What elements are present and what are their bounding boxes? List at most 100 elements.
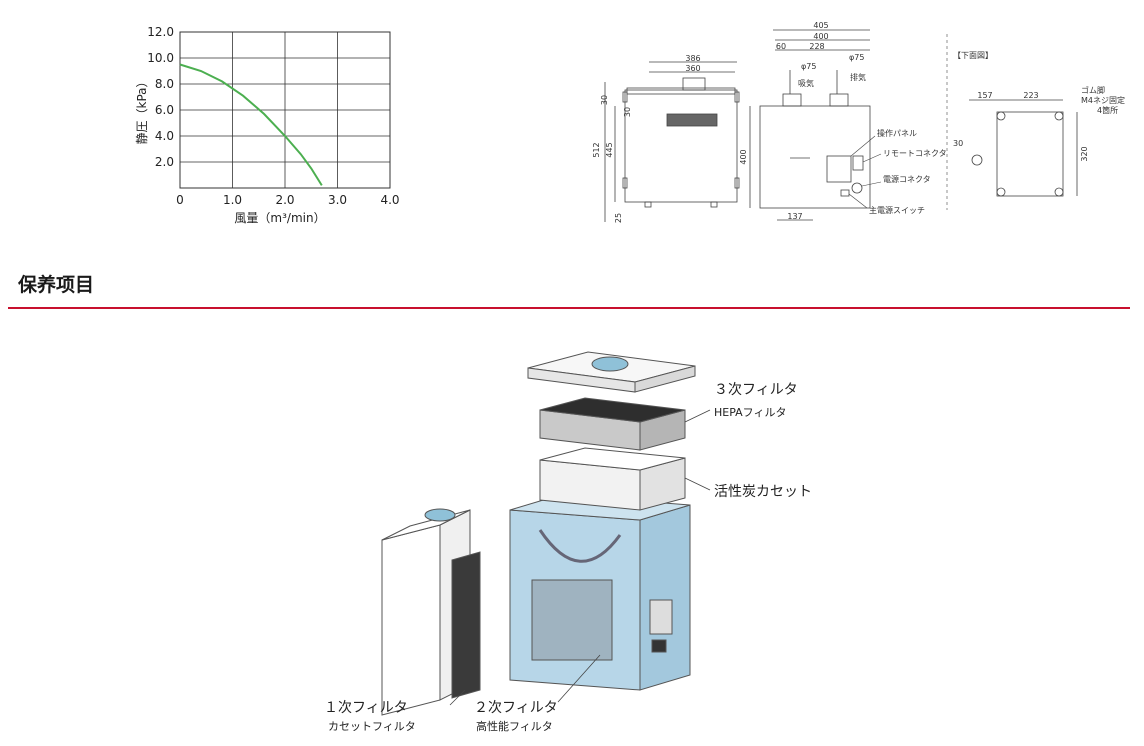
y-tick-label: 12.0 <box>147 25 174 39</box>
front-latch-right-low <box>734 177 740 189</box>
bottom-body-outline <box>996 111 1064 197</box>
side-outlet-label: 排気 <box>850 72 866 82</box>
side-offset: 60 <box>776 42 786 51</box>
callout-main-switch: 主電源スイッチ <box>869 205 925 215</box>
front-view <box>604 61 740 222</box>
side-remote-connector <box>852 155 864 171</box>
y-tick-label: 6.0 <box>155 103 174 117</box>
bottom-port <box>971 154 983 166</box>
bottom-width-2: 223 <box>1023 91 1038 100</box>
feet-label-1: ゴム脚 <box>1081 85 1105 95</box>
carbon-top <box>539 447 686 471</box>
side-inlet-label: 吸気 <box>798 78 814 88</box>
y-tick-label: 8.0 <box>155 77 174 91</box>
feet-label-2: M4ネジ固定 <box>1081 95 1125 105</box>
front-width-outer: 386 <box>685 54 700 63</box>
hepa-top <box>539 397 686 423</box>
front-height-top: 30 <box>600 95 609 105</box>
side-width-body: 400 <box>813 32 828 41</box>
side-power-connector <box>851 182 863 194</box>
front-duct <box>682 77 706 91</box>
label-filter3-type: HEPAフィルタ <box>714 406 786 419</box>
side-main-switch <box>840 189 850 197</box>
chart-svg: 0 1.0 2.0 3.0 4.0 2.0 4.0 6.0 8.0 10.0 12.0 風量（m³/… <box>135 25 400 225</box>
front-foot-left <box>644 201 652 208</box>
label-filter2-type: 高性能フィルタ <box>476 719 553 733</box>
y-tick-label: 4.0 <box>155 129 174 143</box>
x-tick-label: 4.0 <box>380 193 399 207</box>
chart-ticks: 0 1.0 2.0 3.0 4.0 2.0 4.0 6.0 8.0 10.0 12.0 <box>147 25 399 207</box>
dimension-drawings: 386 360 512 445 30 30 25 405 400 60 228 <box>585 10 1140 232</box>
top-lid <box>527 351 696 393</box>
label-filter1-name: １次フィルタ <box>324 700 408 716</box>
lid-duct <box>591 356 629 372</box>
y-tick-label: 2.0 <box>155 155 174 169</box>
body-power-socket <box>651 639 667 653</box>
side-height: 400 <box>739 149 748 164</box>
maintenance-illustration: ３次フィルタ HEPAフィルタ 活性炭カセット １次フィルタ カセットフィルタ … <box>300 330 860 742</box>
performance-chart: 0 1.0 2.0 3.0 4.0 2.0 4.0 6.0 8.0 10.0 12.0 風量（m³/… <box>0 0 420 240</box>
x-tick-label: 0 <box>176 193 184 207</box>
front-height-total: 512 <box>592 142 601 157</box>
bottom-width-1: 157 <box>977 91 992 100</box>
bottom-height: 320 <box>1080 146 1089 161</box>
bottom-foot-tl <box>996 111 1006 121</box>
side-inlet-diameter: φ75 <box>801 62 816 71</box>
unit-body <box>509 494 691 691</box>
carbon-cassette <box>539 447 686 511</box>
leader-lines <box>449 409 711 706</box>
callout-remote-connector: リモートコネクタ <box>883 149 947 158</box>
front-logo-plate <box>666 113 718 127</box>
dimension-svg: 386 360 512 445 30 30 25 405 400 60 228 <box>592 21 1125 223</box>
y-tick-label: 10.0 <box>147 51 174 65</box>
callout-operation-panel: 操作パネル <box>877 128 917 138</box>
front-body-outline <box>624 89 738 203</box>
side-width-total: 405 <box>813 21 828 30</box>
hepa-filter <box>539 397 686 451</box>
door-outer-face <box>381 524 441 716</box>
body-control-panel <box>649 599 673 635</box>
front-top-lid <box>626 87 736 95</box>
bottom-foot-tr <box>1054 111 1064 121</box>
x-tick-label: 1.0 <box>223 193 242 207</box>
side-body-outline <box>759 105 871 209</box>
label-filter3-name: ３次フィルタ <box>714 382 798 398</box>
label-filter1-type: カセットフィルタ <box>328 720 416 733</box>
bottom-view <box>969 99 1078 197</box>
body-side-face <box>639 504 691 691</box>
front-latch-right <box>734 91 740 103</box>
feet-label-3: 4箇所 <box>1097 105 1118 115</box>
series-line <box>179 63 323 186</box>
front-height-feet: 25 <box>614 213 623 223</box>
bottom-foot-bl <box>996 187 1006 197</box>
callout-power-connector: 電源コネクタ <box>883 175 931 184</box>
side-inlet-duct <box>782 93 802 107</box>
body-duct-pipe <box>538 529 622 563</box>
x-axis-label: 風量（m³/min） <box>234 211 325 225</box>
x-tick-label: 3.0 <box>328 193 347 207</box>
primary-filter <box>451 551 481 699</box>
front-foot-right <box>710 201 718 208</box>
x-tick-label: 2.0 <box>275 193 294 207</box>
body-filter-slot <box>531 579 613 661</box>
chart-grid <box>179 31 391 189</box>
lid-side <box>634 365 696 393</box>
front-height-top2: 30 <box>623 107 632 117</box>
front-door <box>381 508 481 716</box>
side-outlet-duct <box>829 93 849 107</box>
side-bottom: 137 <box>787 212 802 221</box>
front-latch-left <box>622 91 628 103</box>
front-latch-left-low <box>622 177 628 189</box>
front-width-inner: 360 <box>685 64 700 73</box>
door-duct <box>424 508 456 522</box>
side-callout-leaders <box>848 135 882 209</box>
section-divider <box>8 307 1130 309</box>
chart-series <box>179 63 323 186</box>
side-control-panel <box>826 155 852 183</box>
front-height-body: 445 <box>605 142 614 157</box>
section-title: 保养项目 <box>18 274 95 296</box>
bottom-margin: 30 <box>953 139 963 148</box>
side-outlet-diameter: φ75 <box>849 53 864 62</box>
label-carbon-cassette: 活性炭カセット <box>714 484 812 500</box>
label-filter2-name: ２次フィルタ <box>474 700 558 716</box>
